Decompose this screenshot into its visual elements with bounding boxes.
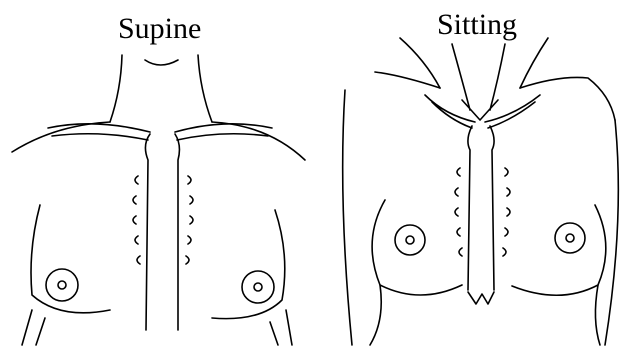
sitting-left-breast bbox=[372, 200, 462, 295]
sitting-left-arm bbox=[343, 90, 352, 345]
sitting-left-shoulder bbox=[375, 72, 440, 88]
sitting-neck-tendons bbox=[452, 44, 505, 120]
sitting-xiphoid bbox=[468, 292, 494, 304]
sitting-sternum-right bbox=[490, 126, 494, 290]
sitting-right-arm bbox=[605, 120, 618, 345]
sitting-right-areola bbox=[555, 223, 585, 253]
sitting-right-flank bbox=[595, 285, 600, 345]
sitting-left-flank bbox=[370, 285, 381, 345]
sitting-rib-marks-right bbox=[503, 168, 510, 256]
sitting-figure bbox=[343, 38, 619, 345]
sitting-rib-marks-left bbox=[455, 168, 462, 256]
sitting-left-areola bbox=[395, 225, 425, 255]
sitting-neck bbox=[400, 38, 548, 88]
sitting-right-breast bbox=[512, 205, 606, 295]
sitting-right-nipple bbox=[566, 234, 574, 242]
sitting-sternum-left bbox=[468, 126, 472, 290]
sitting-left-nipple bbox=[406, 236, 414, 244]
